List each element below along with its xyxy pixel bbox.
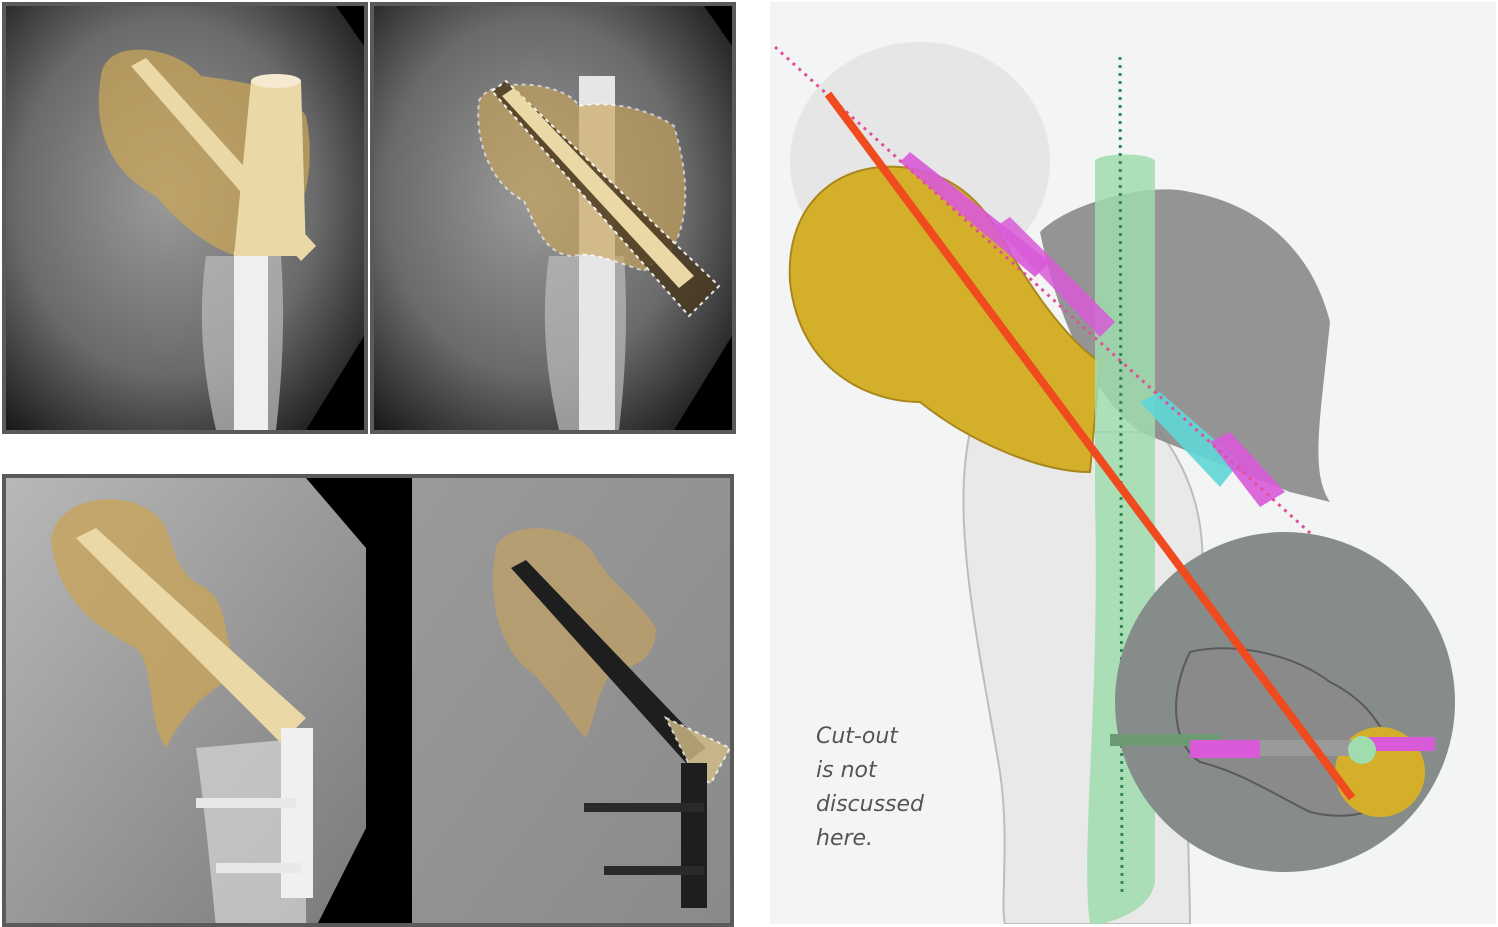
nail-top bbox=[251, 74, 301, 88]
xray-image-top-right bbox=[374, 6, 732, 430]
nail-shaft bbox=[234, 251, 268, 430]
cortical-screw-3 bbox=[584, 803, 704, 812]
inset-screw-head bbox=[1348, 736, 1376, 764]
xray-panel-top-right bbox=[370, 2, 736, 434]
inset-sleeve bbox=[1190, 740, 1260, 758]
cortical-screw-1 bbox=[196, 798, 296, 808]
xray-panel-top-left bbox=[2, 2, 368, 434]
cortical-screw-2 bbox=[216, 863, 301, 873]
xray-image-bottom bbox=[6, 478, 730, 927]
xray-panel-bottom bbox=[2, 474, 734, 927]
femoral-head-3d bbox=[790, 167, 1100, 472]
xray-image-top-left bbox=[6, 6, 364, 430]
cortical-screw-4 bbox=[604, 866, 704, 875]
side-plate-right bbox=[681, 763, 707, 908]
cut-out-caption: Cut-out is not discussed here. bbox=[816, 720, 966, 856]
